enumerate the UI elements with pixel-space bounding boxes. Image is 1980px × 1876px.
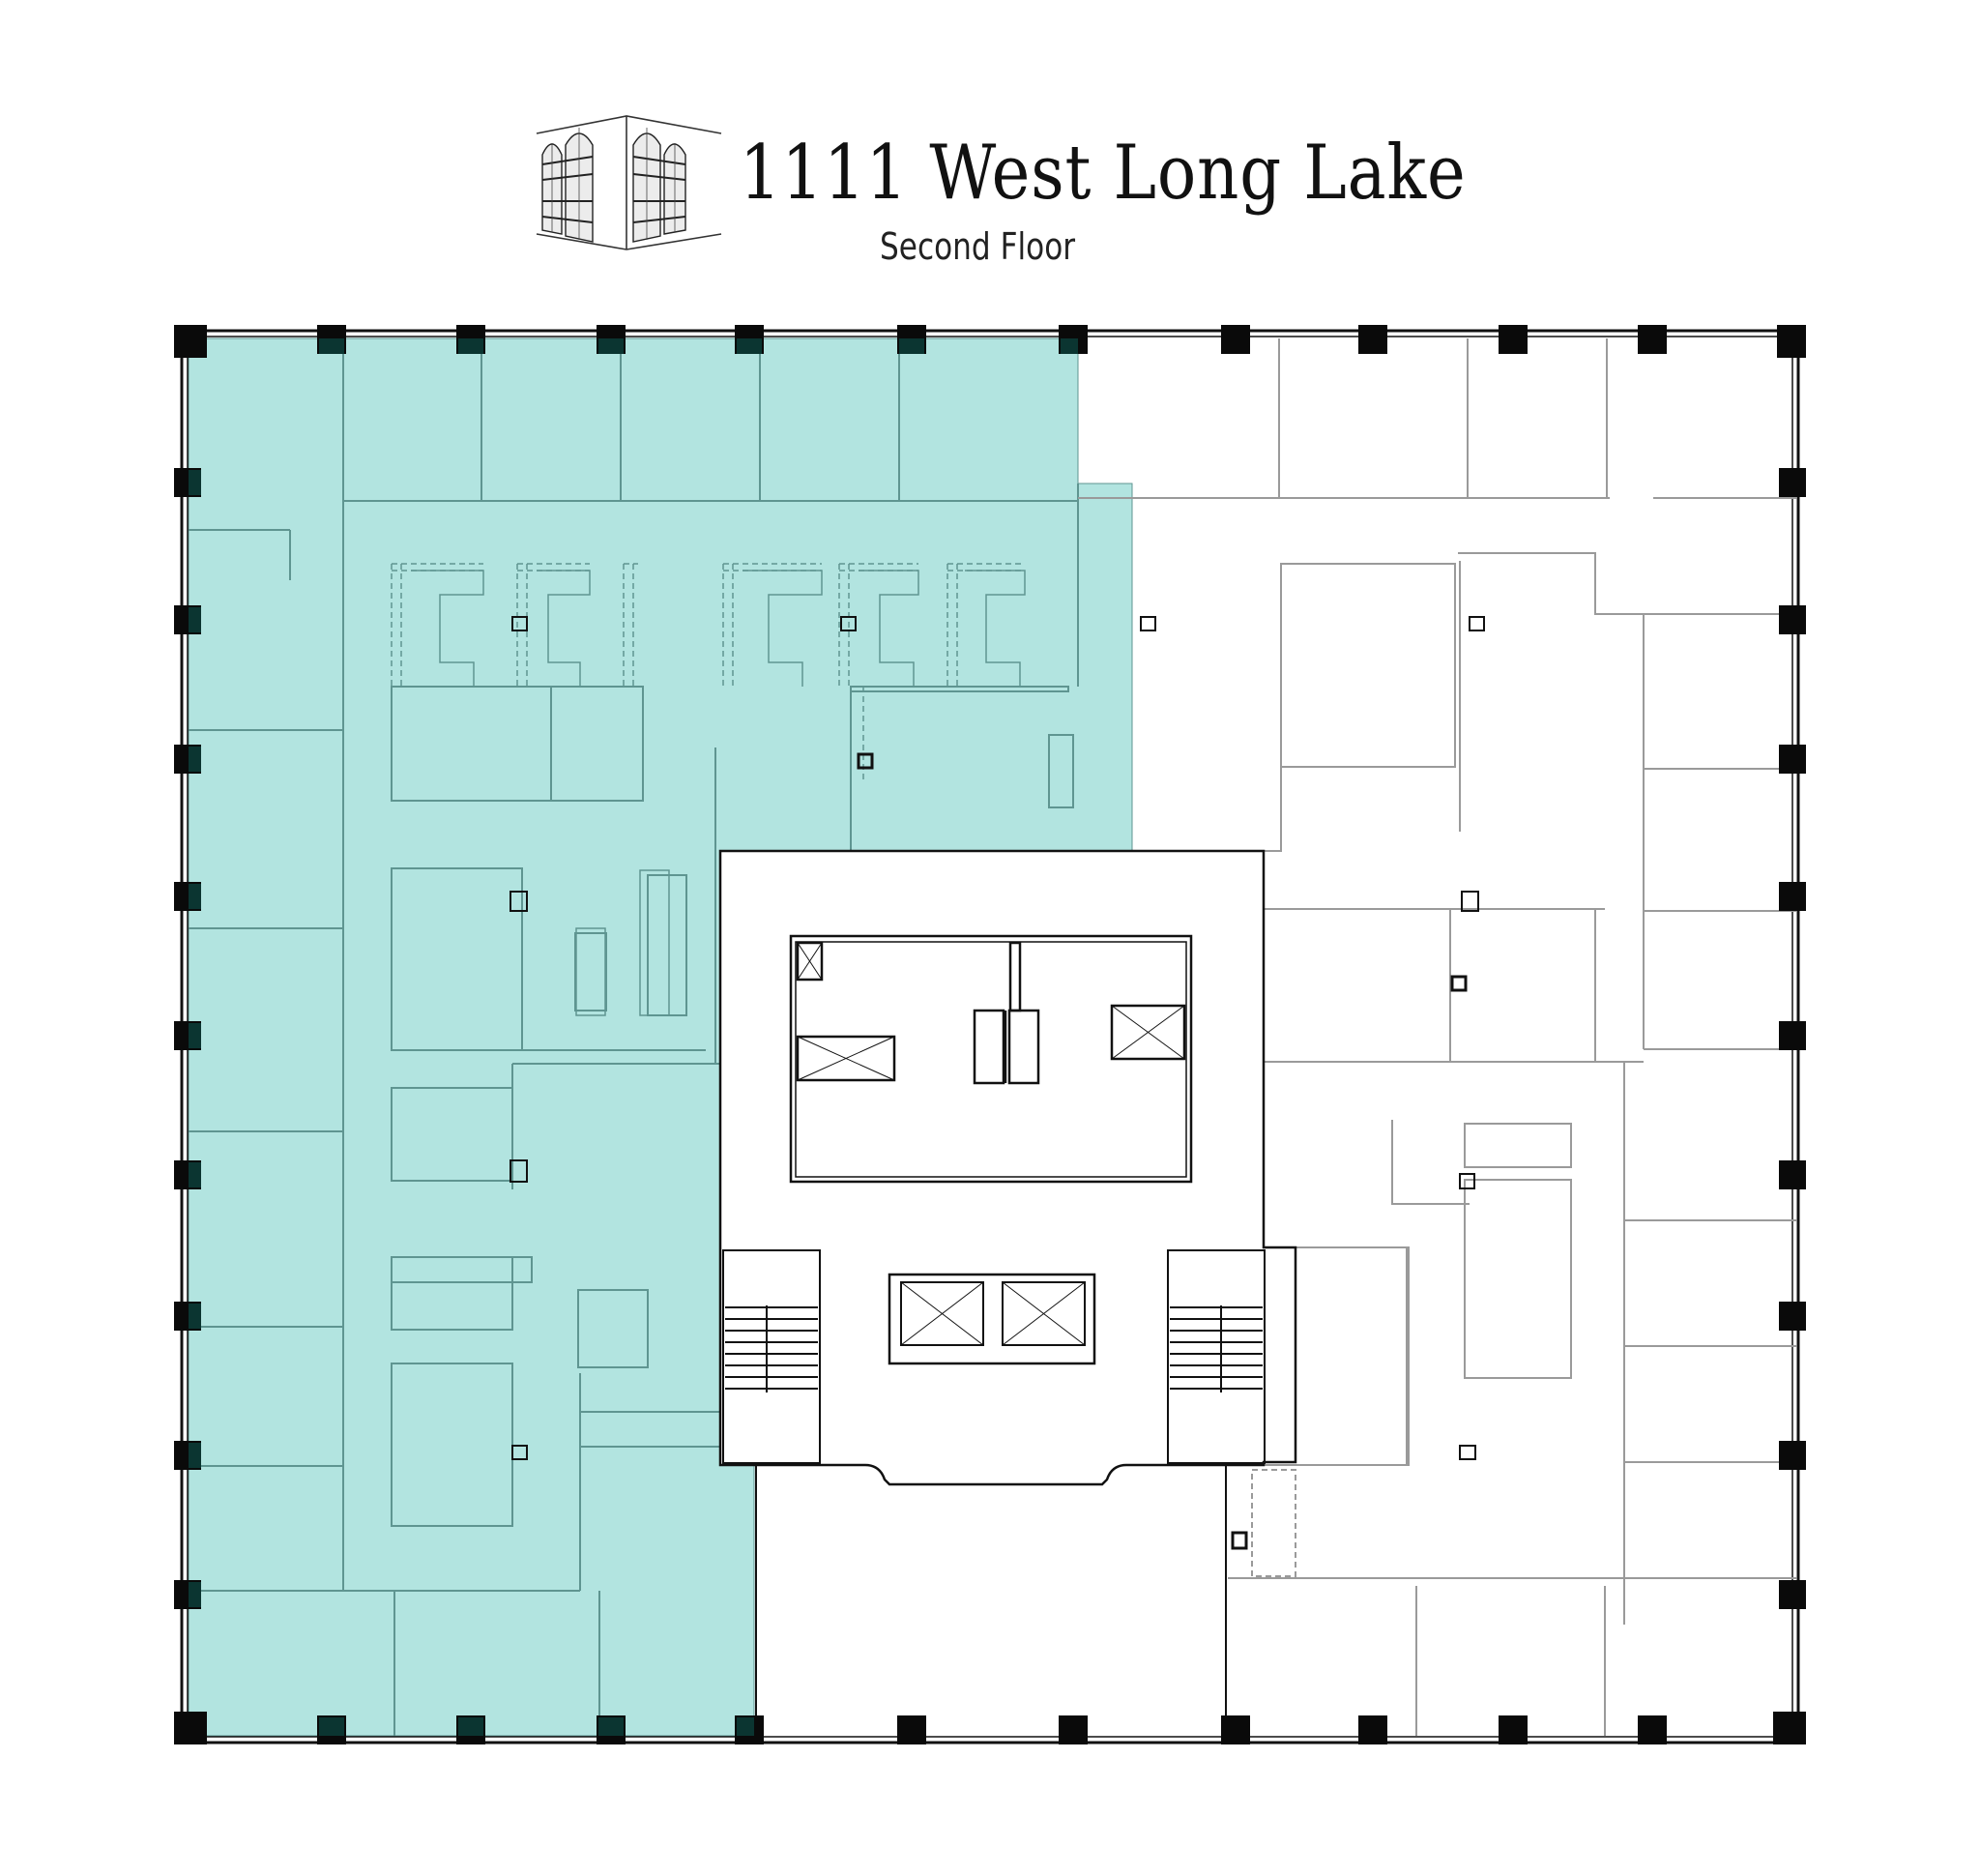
south-lobby — [755, 1465, 1227, 1736]
workstation-desks — [411, 570, 1026, 1016]
interior-columns — [510, 616, 1485, 1550]
building-title: 1111 West Long Lake — [740, 130, 1467, 217]
east-stair — [1167, 1249, 1266, 1464]
passenger-elevators — [888, 1273, 1096, 1365]
east-wing-partitions — [1078, 338, 1796, 1736]
workstation-outlines — [391, 563, 1025, 783]
header: 1111 West Long Lake Second Floor — [0, 0, 1980, 290]
west-stair — [722, 1249, 821, 1464]
floor-subtitle: Second Floor — [880, 225, 1076, 268]
west-suite-partitions — [189, 338, 1079, 1736]
arched-window-building-icon — [536, 115, 722, 250]
highlighted-columns — [189, 338, 1078, 1736]
restroom-block — [789, 934, 1193, 1184]
